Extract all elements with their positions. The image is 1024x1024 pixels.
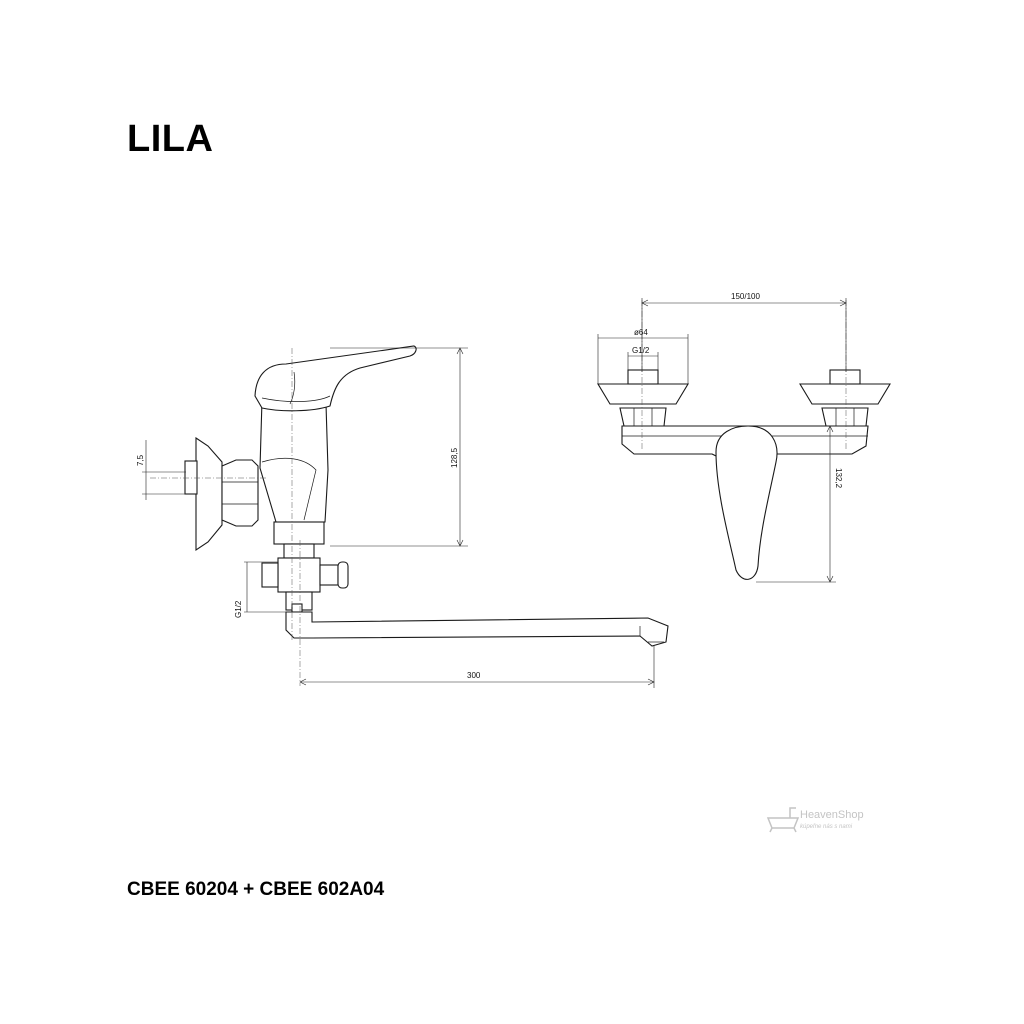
- dim-front-flange: ø64: [634, 328, 648, 337]
- watermark: HeavenShop kúpeľne nás s nami: [766, 807, 864, 833]
- side-connector: [273, 521, 325, 545]
- side-inlet-pipe: [184, 460, 198, 495]
- dim-side-height: 128,5: [450, 447, 459, 468]
- side-lever-handle: [254, 345, 417, 412]
- dim-side-thread: G1/2: [234, 600, 243, 618]
- side-view: 128,5 7,5 G1/2 300: [136, 345, 669, 688]
- front-right-flange: [799, 383, 891, 405]
- dim-spout-length: 300: [467, 671, 481, 680]
- front-left-flange: [597, 383, 689, 405]
- front-view: 150/100 ø64 G1/2 132,2: [597, 292, 891, 583]
- dim-front-thread: G1/2: [632, 346, 650, 355]
- front-lever-handle: [715, 425, 778, 580]
- watermark-brand: HeavenShop: [800, 809, 864, 821]
- side-spout: [285, 611, 669, 647]
- side-hex-nut: [221, 459, 259, 527]
- side-wall-flange: [195, 436, 223, 552]
- watermark-tagline: kúpeľne nás s nami: [800, 824, 853, 830]
- dim-front-height: 132,2: [834, 468, 843, 489]
- page-title: LILA: [127, 118, 214, 160]
- bathtub-icon: [766, 807, 800, 833]
- dim-side-inlet: 7,5: [136, 454, 145, 466]
- model-number: CBEE 60204 + CBEE 602A04: [127, 879, 385, 900]
- side-mixer-body: [259, 399, 329, 523]
- dim-front-spacing: 150/100: [731, 292, 760, 301]
- side-diverter: [277, 557, 321, 593]
